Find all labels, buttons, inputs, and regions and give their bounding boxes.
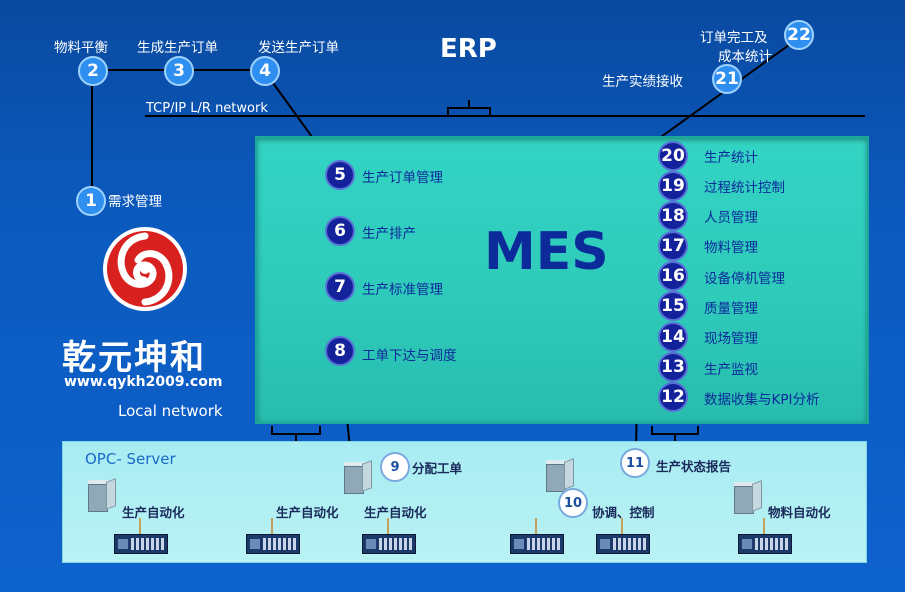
step-badge-13: 13: [658, 352, 688, 382]
local-network-label: Local network: [118, 402, 223, 420]
step-label-10: 协调、控制: [592, 505, 655, 520]
step-badge-11: 11: [620, 448, 650, 478]
step-label-5: 生产订单管理: [362, 170, 443, 186]
plc-icon: [738, 534, 792, 554]
opc-server-box: [62, 441, 867, 563]
step-label-17: 物料管理: [704, 240, 758, 256]
step-badge-6: 6: [325, 216, 355, 246]
step-badge-19: 19: [658, 171, 688, 201]
step-label-8: 工单下达与调度: [362, 348, 457, 364]
step-label-20: 生产统计: [704, 150, 758, 166]
step-badge-4: 4: [250, 56, 280, 86]
step-badge-3: 3: [164, 56, 194, 86]
step-label-22-line2: 成本统计: [718, 49, 772, 65]
step-label-13: 生产监视: [704, 362, 758, 378]
step-label-21: 生产实绩接收: [602, 74, 683, 90]
plc-icon: [510, 534, 564, 554]
step-label-9: 分配工单: [412, 461, 463, 476]
step-label-3: 生成生产订单: [137, 40, 218, 56]
server-icon: [344, 460, 372, 494]
brand-logo: [100, 224, 190, 314]
step-badge-16: 16: [658, 261, 688, 291]
step-label-22-line1: 订单完工及: [700, 30, 768, 46]
plc-icon: [114, 534, 168, 554]
brand-name: 乾元坤和: [62, 338, 206, 378]
field-device-label: 生产自动化: [276, 505, 339, 520]
server-icon: [88, 478, 116, 512]
step-badge-17: 17: [658, 231, 688, 261]
step-label-7: 生产标准管理: [362, 282, 443, 298]
tcp-network-label: TCP/IP L/R network: [146, 101, 268, 116]
plc-icon: [246, 534, 300, 554]
step-label-11: 生产状态报告: [656, 459, 732, 474]
step-label-16: 设备停机管理: [704, 271, 785, 287]
step-label-6: 生产排产: [362, 226, 416, 242]
mes-box: [255, 136, 869, 424]
plc-icon: [596, 534, 650, 554]
field-device-label: 物料自动化: [768, 505, 831, 520]
step-badge-18: 18: [658, 201, 688, 231]
step-badge-8: 8: [325, 336, 355, 366]
field-device-label: 生产自动化: [364, 505, 427, 520]
step-label-1: 需求管理: [108, 194, 162, 210]
opc-server-title: OPC- Server: [85, 450, 176, 468]
step-label-4: 发送生产订单: [258, 40, 339, 56]
step-badge-1: 1: [76, 186, 106, 216]
step-label-18: 人员管理: [704, 210, 758, 226]
step-badge-21: 21: [712, 64, 742, 94]
step-label-15: 质量管理: [704, 301, 758, 317]
plc-icon: [362, 534, 416, 554]
step-badge-22: 22: [784, 20, 814, 50]
step-badge-14: 14: [658, 322, 688, 352]
mes-title: MES: [484, 222, 609, 282]
step-badge-5: 5: [325, 160, 355, 190]
erp-title: ERP: [440, 34, 497, 64]
step-label-14: 现场管理: [704, 331, 758, 347]
server-icon: [734, 480, 762, 514]
brand-url: www.qykh2009.com: [64, 374, 223, 390]
step-badge-10: 10: [558, 488, 588, 518]
step-badge-7: 7: [325, 272, 355, 302]
step-badge-20: 20: [658, 141, 688, 171]
server-icon: [546, 458, 574, 492]
step-badge-15: 15: [658, 291, 688, 321]
step-badge-2: 2: [78, 56, 108, 86]
step-label-19: 过程统计控制: [704, 180, 785, 196]
field-device-label: 生产自动化: [122, 505, 185, 520]
step-label-2: 物料平衡: [54, 40, 108, 56]
step-badge-12: 12: [658, 382, 688, 412]
step-label-12: 数据收集与KPI分析: [704, 392, 820, 408]
step-badge-9: 9: [380, 452, 410, 482]
